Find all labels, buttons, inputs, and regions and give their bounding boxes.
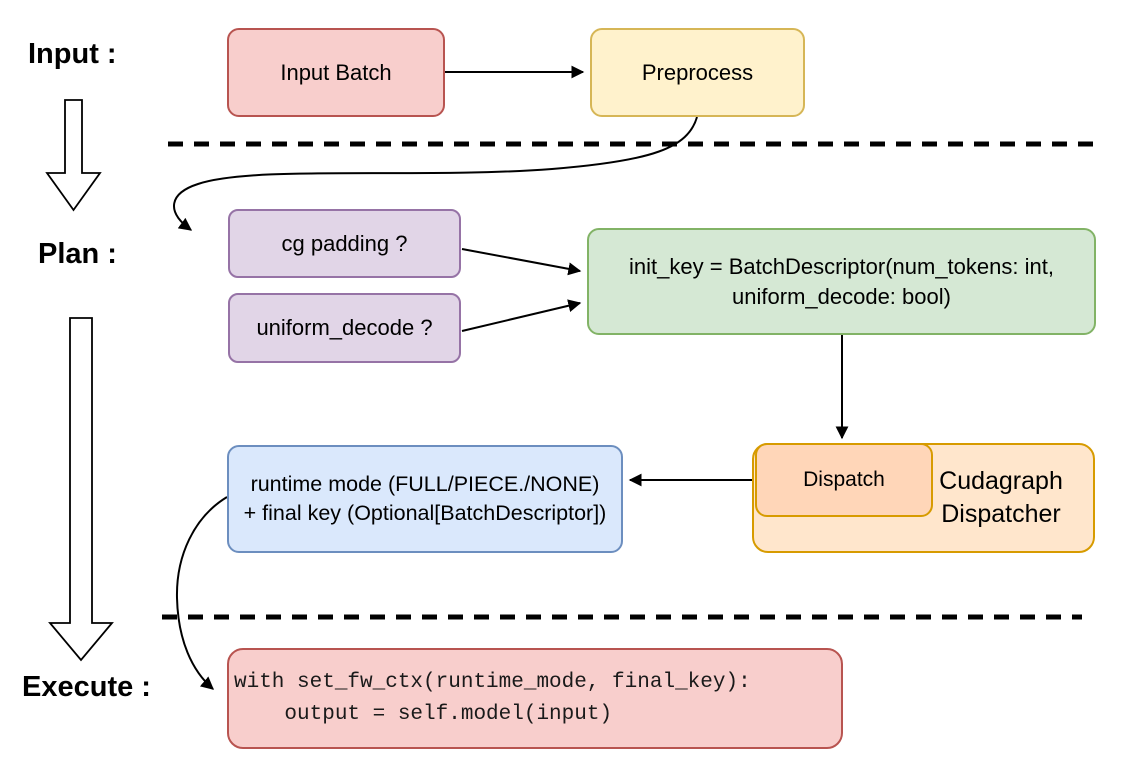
plan-to-execute-stage-arrow [48,317,114,662]
cg-padding-label: cg padding ? [281,230,408,256]
init-key-line2: uniform_decode: bool) [732,283,951,309]
cudagraph-dispatcher-line1: Cudagraph [939,467,1063,495]
execute-code-line1: with set_fw_ctx(runtime_mode, final_key)… [234,671,751,694]
arrow-uniform-decode-to-init-key [461,299,582,332]
execute-code-line2: output = self.model(input) [234,702,613,726]
uniform-decode-node: uniform_decode ? [228,293,461,363]
preprocess-label: Preprocess [641,59,754,85]
runtime-mode-line2: + final key (Optional[BatchDescriptor]) [243,501,607,525]
dispatch-label: Dispatch [803,467,885,491]
runtime-mode-line1: runtime mode (FULL/PIECE./NONE) [250,471,600,496]
cudagraph-dispatcher-line2: Dispatcher [941,500,1061,528]
stage-label-plan: Plan : [38,238,117,270]
init-key-line1: init_key = BatchDescriptor(num_tokens: i… [629,253,1054,279]
cudagraph-dispatcher-label: Cudagraph Dispatcher [915,465,1087,531]
init-key-node: init_key = BatchDescriptor(num_tokens: i… [587,228,1096,335]
arrow-runtime-mode-to-execute-code [175,496,228,690]
arrow-cg-padding-to-init-key [461,248,582,276]
runtime-mode-final-key-node: runtime mode (FULL/PIECE./NONE) + final … [227,445,623,553]
input-stage-arrow [45,99,102,212]
stage-label-input: Input : [28,38,117,70]
execute-code-node: with set_fw_ctx(runtime_mode, final_key)… [227,648,843,749]
preprocess-node: Preprocess [590,28,805,117]
input-batch-label: Input Batch [280,59,392,85]
dispatch-node: Dispatch [755,443,933,517]
stage-label-execute: Execute : [22,671,151,703]
cg-padding-node: cg padding ? [228,209,461,278]
uniform-decode-label: uniform_decode ? [256,315,433,341]
arrow-preprocess-to-cg-padding [173,116,698,231]
input-batch-node: Input Batch [227,28,445,117]
